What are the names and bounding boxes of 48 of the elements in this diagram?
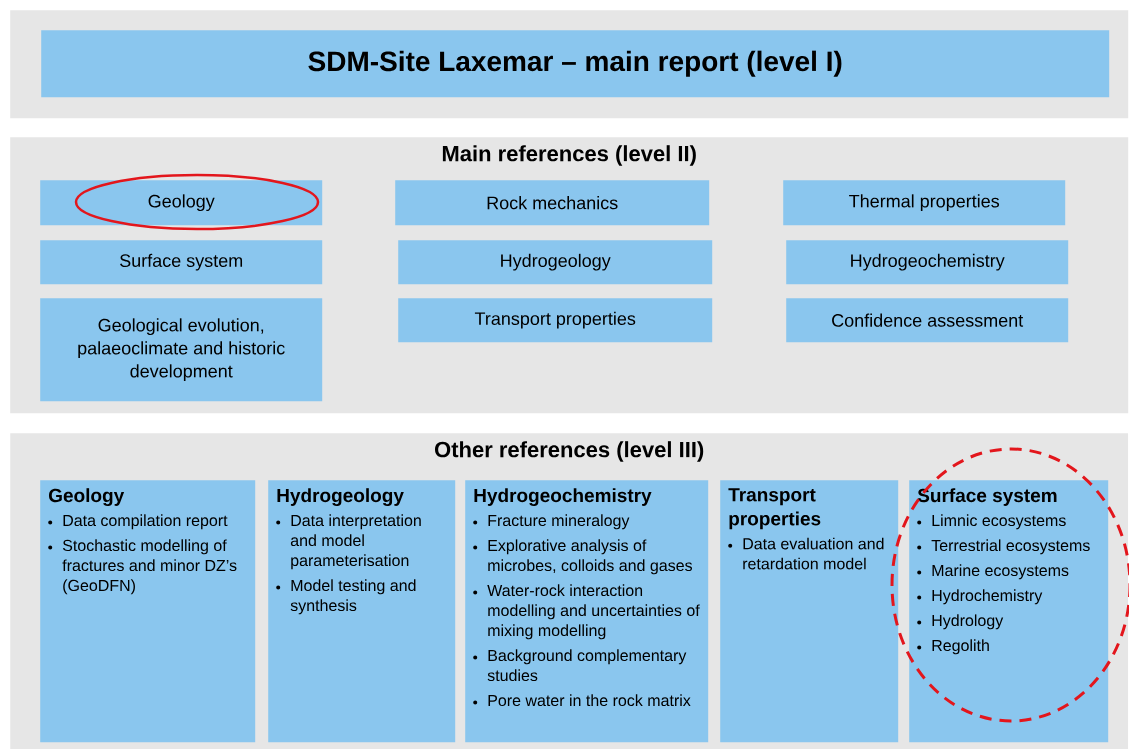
reference-box [786,240,1069,285]
reference-box [786,298,1069,343]
reference-box [398,298,713,343]
box-label: Transport properties [474,311,636,329]
bullet-item: Fracture mineralogy [473,514,630,530]
bullet-item: Data interpretation and model parameterisation [276,514,421,570]
title-text: SDM-Site Laxemar – main report (level I) [308,50,842,77]
bullet-item: Marine ecosystems [917,564,1069,580]
bullet-item: Background complementary studies [473,649,687,682]
box-label: Thermal properties [849,194,1000,212]
box-label: Geology [148,194,215,212]
bullet-item: Data evaluation and retardation model [728,537,884,570]
card-heading: Hydrogeochemistry [474,488,652,506]
bullet-item: Water-rock interaction modelling and uncertainties of mixing modelling [473,584,700,640]
title-box [41,30,1110,98]
reference-box [40,240,323,285]
reference-card [465,480,709,743]
bullet-item: Limnic ecosystems [917,514,1066,530]
reference-box [40,180,323,226]
box-label: Surface system [120,253,243,271]
bullet-item: Hydrochemistry [917,589,1043,605]
box-label: Rock mechanics [487,196,618,210]
section-heading: Other references (level III) [435,441,704,462]
box-label: Confidence assessment [832,313,1024,327]
box-label: Hydrogeochemistry [851,253,1005,271]
reference-card [720,480,899,743]
bullet-item: Stochastic modelling of fractures and minor DZ’s (GeoDFN) [48,539,237,595]
card-heading: Surface system [917,488,1057,506]
bullet-item: Data compilation report [48,514,228,530]
bullet-item: Explorative analysis of microbes, colloids and gases [473,539,692,575]
card-heading: Geology [49,488,125,506]
reference-card [268,480,456,743]
bullet-item: Model testing and synthesis [276,579,416,615]
reference-card [40,480,256,743]
reference-box [40,298,323,402]
card-heading: Hydrogeology [277,488,404,506]
bullet-item: Pore water in the rock matrix [473,694,691,707]
reference-box [398,240,713,285]
bullet-item: Regolith [917,639,989,655]
reference-card [909,480,1109,743]
bullet-item: Terrestrial ecosystems [917,539,1090,555]
card-heading: Transport properties [728,488,821,530]
section-heading: Main references (level II) [442,145,696,166]
reference-box [783,180,1066,226]
box-label: Geological evolution, palaeoclimate and historic development [78,318,285,382]
bullet-item: Hydrology [917,614,1004,630]
box-label: Hydrogeology [501,253,611,271]
reference-box [395,180,710,226]
